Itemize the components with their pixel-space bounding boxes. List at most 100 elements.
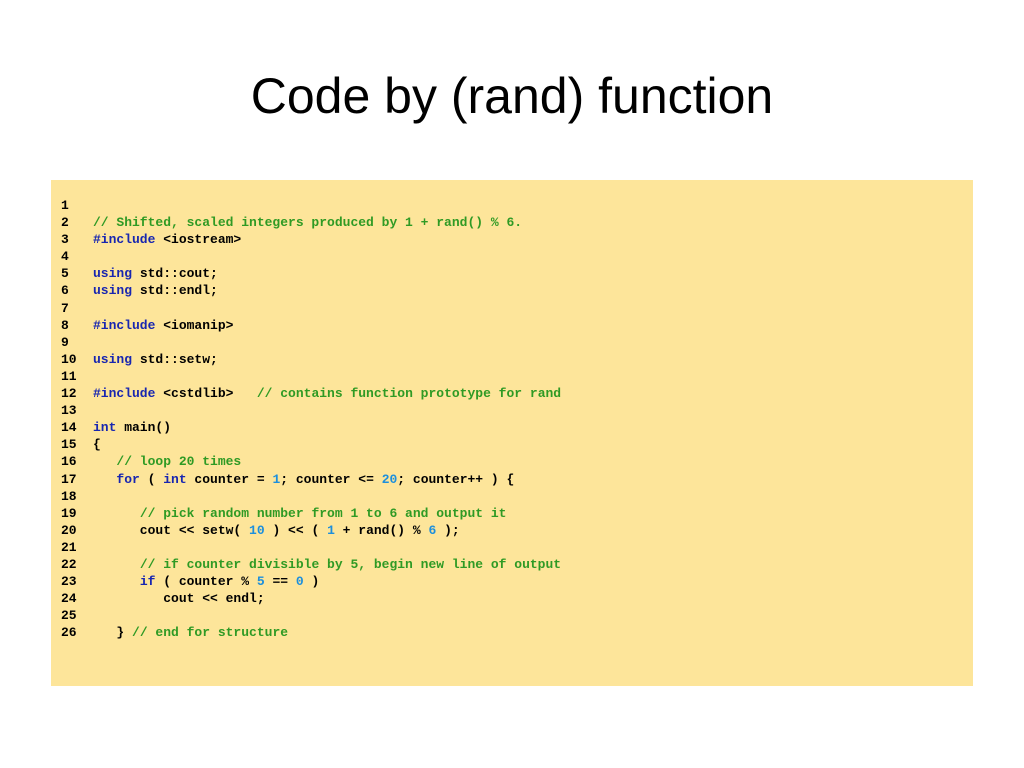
code-line: 3#include <iostream> xyxy=(61,231,561,248)
code-number: 6 xyxy=(428,522,437,538)
code-keyword: for xyxy=(116,471,140,487)
line-number: 17 xyxy=(61,471,77,487)
code-line: 10 using std::setw; xyxy=(61,351,561,368)
line-number: 6 xyxy=(61,283,69,299)
code-line: 9 xyxy=(61,334,561,351)
line-number: 26 xyxy=(61,625,77,641)
code-line: 24 cout << endl; xyxy=(61,590,561,607)
line-number: 13 xyxy=(61,403,77,419)
code-comment: // Shifted, scaled integers produced by … xyxy=(93,215,523,231)
code-keyword: using xyxy=(93,266,133,282)
code-keyword: int xyxy=(93,420,117,436)
slide-title: Code by (rand) function xyxy=(250,68,774,124)
code-line: 14 int main() xyxy=(61,419,561,436)
line-number: 2 xyxy=(61,215,69,231)
line-number: 3 xyxy=(61,232,69,248)
code-line: 2 // Shifted, scaled integers produced by… xyxy=(61,214,561,231)
code-text: } xyxy=(93,625,133,641)
line-number: 10 xyxy=(61,351,77,367)
line-number: 12 xyxy=(61,386,77,402)
code-line: 18 xyxy=(61,488,561,505)
code-text: cout << endl; xyxy=(93,591,265,607)
code-number: 5 xyxy=(256,574,265,590)
code-comment: // loop 20 times xyxy=(116,454,242,470)
code-number: 20 xyxy=(381,471,398,487)
code-text xyxy=(93,454,116,469)
code-line: 21 xyxy=(61,539,561,556)
code-text xyxy=(93,557,140,572)
code-comment: // contains function prototype for rand xyxy=(256,386,562,402)
code-line: 20 cout << setw( 10 ) << ( 1 + rand() % … xyxy=(61,522,561,539)
code-text: ; counter++ ) { xyxy=(397,471,515,487)
code-comment: // pick random number from 1 to 6 and ou… xyxy=(139,505,507,521)
code-text: ) << ( xyxy=(264,522,328,538)
code-text: ) xyxy=(303,574,320,590)
code-line: 15 { xyxy=(61,436,561,453)
code-text: std::setw; xyxy=(132,351,218,367)
code-number: 10 xyxy=(249,522,265,538)
code-comment: // end for structure xyxy=(132,625,289,641)
code-line: 4 xyxy=(61,248,561,265)
line-number: 19 xyxy=(61,505,77,521)
code-line: 5 using std::cout; xyxy=(61,265,561,282)
code-text: cout << setw( xyxy=(93,522,250,538)
line-number: 1 xyxy=(61,198,69,213)
line-number: 8 xyxy=(61,317,69,333)
code-text: counter = xyxy=(186,471,273,487)
code-text: <iomanip> xyxy=(155,317,234,333)
code-text: std::endl; xyxy=(132,283,218,299)
line-number: 23 xyxy=(61,574,77,590)
code-number: 1 xyxy=(327,522,335,538)
code-number: 1 xyxy=(272,471,281,487)
code-keyword: int xyxy=(163,471,187,487)
code-line: 19 // pick random number from 1 to 6 and… xyxy=(61,505,561,522)
code-text: std::cout; xyxy=(132,266,218,282)
code-text: ( xyxy=(139,471,164,487)
code-comment: // if counter divisible by 5, begin new … xyxy=(139,556,562,572)
code-keyword: using xyxy=(93,351,133,367)
line-number: 9 xyxy=(61,334,69,350)
code-text: { xyxy=(93,437,101,453)
code-number: 0 xyxy=(295,574,304,590)
code-text: + rand() % xyxy=(334,522,429,538)
code-line: 7 xyxy=(61,300,561,317)
code-line: 17 for ( int counter = 1; counter <= 20;… xyxy=(61,471,561,488)
line-number: 25 xyxy=(61,608,77,624)
code-line: 22 // if counter divisible by 5, begin n… xyxy=(61,556,561,573)
line-number: 11 xyxy=(61,368,77,384)
code-text: <cstdlib> xyxy=(155,386,257,402)
code-text: ( counter % xyxy=(155,574,257,590)
code-text xyxy=(93,472,116,487)
line-number: 4 xyxy=(61,249,69,265)
code-text: ; counter <= xyxy=(280,471,382,487)
line-number: 24 xyxy=(61,591,77,607)
code-text: ); xyxy=(436,522,460,538)
code-line: 16 // loop 20 times xyxy=(61,453,561,470)
code-line: 23 if ( counter % 5 == 0 ) xyxy=(61,573,561,590)
code-text: <iostream> xyxy=(155,232,242,248)
code-line: 12 #include <cstdlib> // contains functio… xyxy=(61,385,561,402)
code-keyword: if xyxy=(139,574,156,590)
code-text: main() xyxy=(116,420,172,436)
code-line: 25 xyxy=(61,607,561,624)
code-text xyxy=(93,574,140,589)
code-line: 1 xyxy=(61,197,561,214)
code-line: 26 } // end for structure xyxy=(61,624,561,641)
code-line: 13 xyxy=(61,402,561,419)
line-number: 18 xyxy=(61,488,77,504)
line-number: 21 xyxy=(61,539,77,555)
line-number: 14 xyxy=(61,420,77,436)
line-number: 7 xyxy=(61,300,69,316)
line-number: 20 xyxy=(61,522,77,538)
line-number: 16 xyxy=(61,454,77,470)
line-number: 15 xyxy=(61,437,77,453)
code-keyword: #include xyxy=(93,386,156,402)
code-text: == xyxy=(264,574,296,590)
code-keyword: #include xyxy=(93,317,156,333)
line-number: 5 xyxy=(61,266,69,282)
code-line: 11 xyxy=(61,368,561,385)
